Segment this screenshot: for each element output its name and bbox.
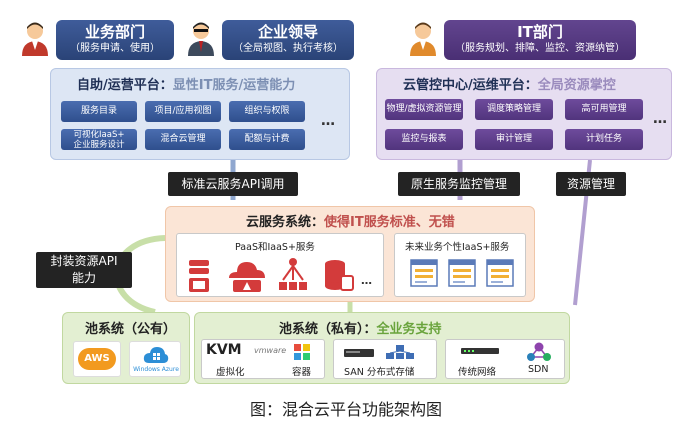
pool-public-panel: 池系统（公有） AWS Windows Azure [62, 312, 190, 384]
future-iaas-title: 未来业务个性IaaS+服务 [405, 242, 510, 253]
pool-private-panel: 池系统（私有）：全业务支持 KVM vmware 虚拟化 容器 SAN 分布式存… [194, 312, 570, 384]
btn-audit-mgmt[interactable]: 审计管理 [475, 129, 553, 150]
network-box: 传统网络 SDN [445, 339, 565, 379]
cloud-user-icon [229, 262, 265, 292]
storage-box: SAN 分布式存储 [333, 339, 437, 379]
btn-service-catalog[interactable]: 服务目录 [61, 101, 137, 122]
role-it-title: IT部门 [517, 23, 563, 41]
business-user-icon [20, 20, 50, 56]
switch-icon [461, 348, 499, 354]
service-icons [189, 258, 354, 292]
cloud-control-highlight: 全局资源掌控 [537, 78, 616, 93]
container-cube-icon [294, 344, 310, 360]
cloud-service-title: 云服务系统：使得IT服务标准、无错 [246, 211, 455, 230]
paas-iaas-title: PaaS和IaaS+服务 [235, 242, 315, 253]
label-encap-api-line1: 封装资源API [50, 254, 118, 268]
label-encap-api-line2: 能力 [71, 271, 96, 285]
role-leadership: 企业领导 （全局视图、执行考核） [222, 20, 354, 60]
paas-iaas-box: PaaS和IaaS+服务 [176, 233, 384, 297]
pool-private-highlight: 全业务支持 [376, 322, 442, 337]
btn-visual-iaas-line1: 可视化IaaS+ [73, 130, 125, 140]
btn-visual-iaas-line2: 企业服务设计 [73, 140, 125, 150]
cloud-control-panel: 云管控中心/运维平台：全局资源掌控 物理/虚拟资源管理 调度策略管理 高可用管理… [376, 68, 672, 160]
azure-cloud-icon [143, 347, 169, 363]
btn-scheduled-tasks[interactable]: 计划任务 [565, 129, 643, 150]
btn-org-permission[interactable]: 组织与权限 [229, 101, 305, 122]
btn-hybrid-cloud-mgmt[interactable]: 混合云管理 [145, 129, 221, 150]
kvm-logo: KVM [206, 342, 242, 358]
paas-more: … [361, 274, 372, 287]
aws-logo: AWS [78, 348, 116, 370]
label-std-api: 标准云服务API调用 [168, 172, 298, 196]
pool-public-title: 池系统（公有） [85, 322, 177, 337]
azure-tile: Windows Azure [129, 341, 181, 377]
role-business-subtitle: （服务申请、使用） [70, 43, 160, 54]
self-service-title: 自助/运营平台：显性IT服务/运营能力 [77, 74, 295, 93]
azure-label: Windows Azure [133, 366, 179, 373]
app-window-icon [486, 259, 514, 287]
figure-caption: 图：混合云平台功能架构图 [249, 400, 442, 419]
virtualization-label: 虚拟化 [216, 367, 245, 378]
storage-devices-icon [344, 345, 414, 359]
label-native-monitor: 原生服务监控管理 [398, 172, 520, 196]
app-window-icon [410, 259, 438, 287]
cloud-control-more: … [653, 111, 667, 127]
cloud-service-highlight: 使得IT服务标准、无错 [324, 215, 455, 230]
leader-user-icon [186, 20, 216, 56]
label-resource-mgmt: 资源管理 [556, 172, 626, 196]
aws-tile: AWS [73, 341, 121, 377]
cloud-service-title-text: 云服务系统： [246, 215, 325, 230]
network-topology-icon [279, 258, 307, 290]
self-service-title-text: 自助/运营平台： [77, 78, 173, 93]
role-leadership-title: 企业领导 [257, 23, 318, 41]
future-iaas-box: 未来业务个性IaaS+服务 [394, 233, 526, 297]
sdn-nodes-icon [527, 342, 551, 361]
btn-quota-billing[interactable]: 配额与计费 [229, 129, 305, 150]
cloud-control-title: 云管控中心/运维平台：全局资源掌控 [403, 74, 616, 93]
role-it-subtitle: （服务规划、排障、监控、资源纳管） [455, 43, 625, 54]
pool-private-title: 池系统（私有）：全业务支持 [279, 318, 442, 337]
role-it: IT部门 （服务规划、排障、监控、资源纳管） [444, 20, 636, 60]
btn-physical-virtual-mgmt[interactable]: 物理/虚拟资源管理 [385, 99, 463, 120]
sdn-label: SDN [528, 364, 549, 375]
role-leadership-subtitle: （全局视图、执行考核） [233, 43, 343, 54]
storage-label: SAN 分布式存储 [344, 367, 415, 378]
network-label: 传统网络 [458, 367, 497, 378]
it-user-icon [408, 20, 438, 56]
btn-ha-mgmt[interactable]: 高可用管理 [565, 99, 643, 120]
btn-visual-iaas[interactable]: 可视化IaaS+ 企业服务设计 [61, 129, 137, 150]
role-business-title: 业务部门 [84, 23, 145, 41]
self-service-panel: 自助/运营平台：显性IT服务/运营能力 服务目录 项目/应用视图 组织与权限 可… [50, 68, 350, 160]
self-service-highlight: 显性IT服务/运营能力 [172, 78, 296, 93]
role-business: 业务部门 （服务申请、使用） [56, 20, 174, 60]
app-window-icon [448, 259, 476, 287]
self-service-more: … [321, 113, 335, 129]
btn-project-app-view[interactable]: 项目/应用视图 [145, 101, 221, 122]
storage-icon [325, 260, 354, 291]
window-icons [410, 259, 514, 287]
btn-schedule-policy[interactable]: 调度策略管理 [475, 99, 553, 120]
container-label: 容器 [292, 367, 312, 378]
database-icon [189, 260, 209, 292]
virtualization-box: KVM vmware 虚拟化 容器 [201, 339, 325, 379]
vmware-logo: vmware [254, 346, 287, 355]
pool-private-title-text: 池系统（私有）： [279, 322, 377, 337]
label-encap-api: 封装资源API 能力 [36, 252, 132, 288]
cloud-control-title-text: 云管控中心/运维平台： [403, 78, 538, 93]
cloud-service-panel: 云服务系统：使得IT服务标准、无错 PaaS和IaaS+服务 [165, 206, 535, 302]
btn-monitor-report[interactable]: 监控与报表 [385, 129, 463, 150]
